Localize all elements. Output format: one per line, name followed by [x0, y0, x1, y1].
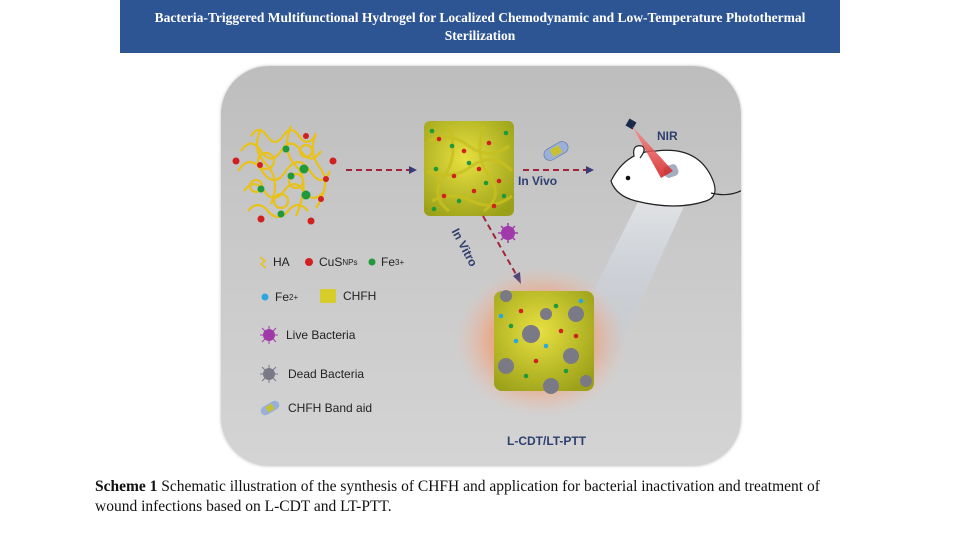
band-aid-illustration: [543, 141, 569, 161]
label-in-vivo: In Vivo: [518, 174, 558, 188]
figure-title: Bacteria-Triggered Multifunctional Hydro…: [120, 0, 840, 53]
caption-text: Schematic illustration of the synthesis …: [95, 478, 820, 515]
treated-cube: [456, 266, 626, 416]
blue-dot-icon: [261, 293, 269, 301]
ha-ribbon-icon: [259, 256, 267, 269]
arrow-synthesis: [346, 166, 417, 174]
red-dot-icon: [305, 258, 313, 266]
legend-item-dead-bacteria: Dead Bacteria: [259, 364, 364, 384]
legend-item-chfh: CHFH: [319, 288, 376, 304]
band-aid-icon: [260, 400, 280, 416]
legend-item-ha: HA: [258, 255, 290, 269]
legend-item-band-aid: CHFH Band aid: [259, 400, 372, 416]
dead-bacteria-icon: [260, 365, 278, 383]
scheme-panel: In Vivo NIR In Vitro L-CDT/LT-PTT HA CuS…: [221, 66, 741, 466]
figure-title-text: Bacteria-Triggered Multifunctional Hydro…: [154, 9, 806, 43]
caption-label: Scheme 1: [95, 478, 158, 495]
chfh-hydrogel-cube: [424, 121, 514, 216]
scheme-illustration: [232, 118, 741, 416]
live-bacteria-icon: [260, 326, 278, 344]
hydrogel-cube-icon: [320, 289, 336, 303]
green-dot-icon: [368, 258, 376, 266]
figure-caption: Scheme 1 Schematic illustration of the s…: [95, 477, 855, 517]
label-result: L-CDT/LT-PTT: [507, 434, 587, 448]
mouse-illustration: [610, 145, 741, 207]
nir-laser: [625, 118, 673, 178]
ha-cluster: [232, 125, 337, 225]
arrow-in-vivo: [523, 166, 594, 174]
legend-item-live-bacteria: Live Bacteria: [259, 325, 355, 345]
label-nir: NIR: [657, 129, 678, 143]
live-bacteria-illustration: [498, 223, 518, 243]
